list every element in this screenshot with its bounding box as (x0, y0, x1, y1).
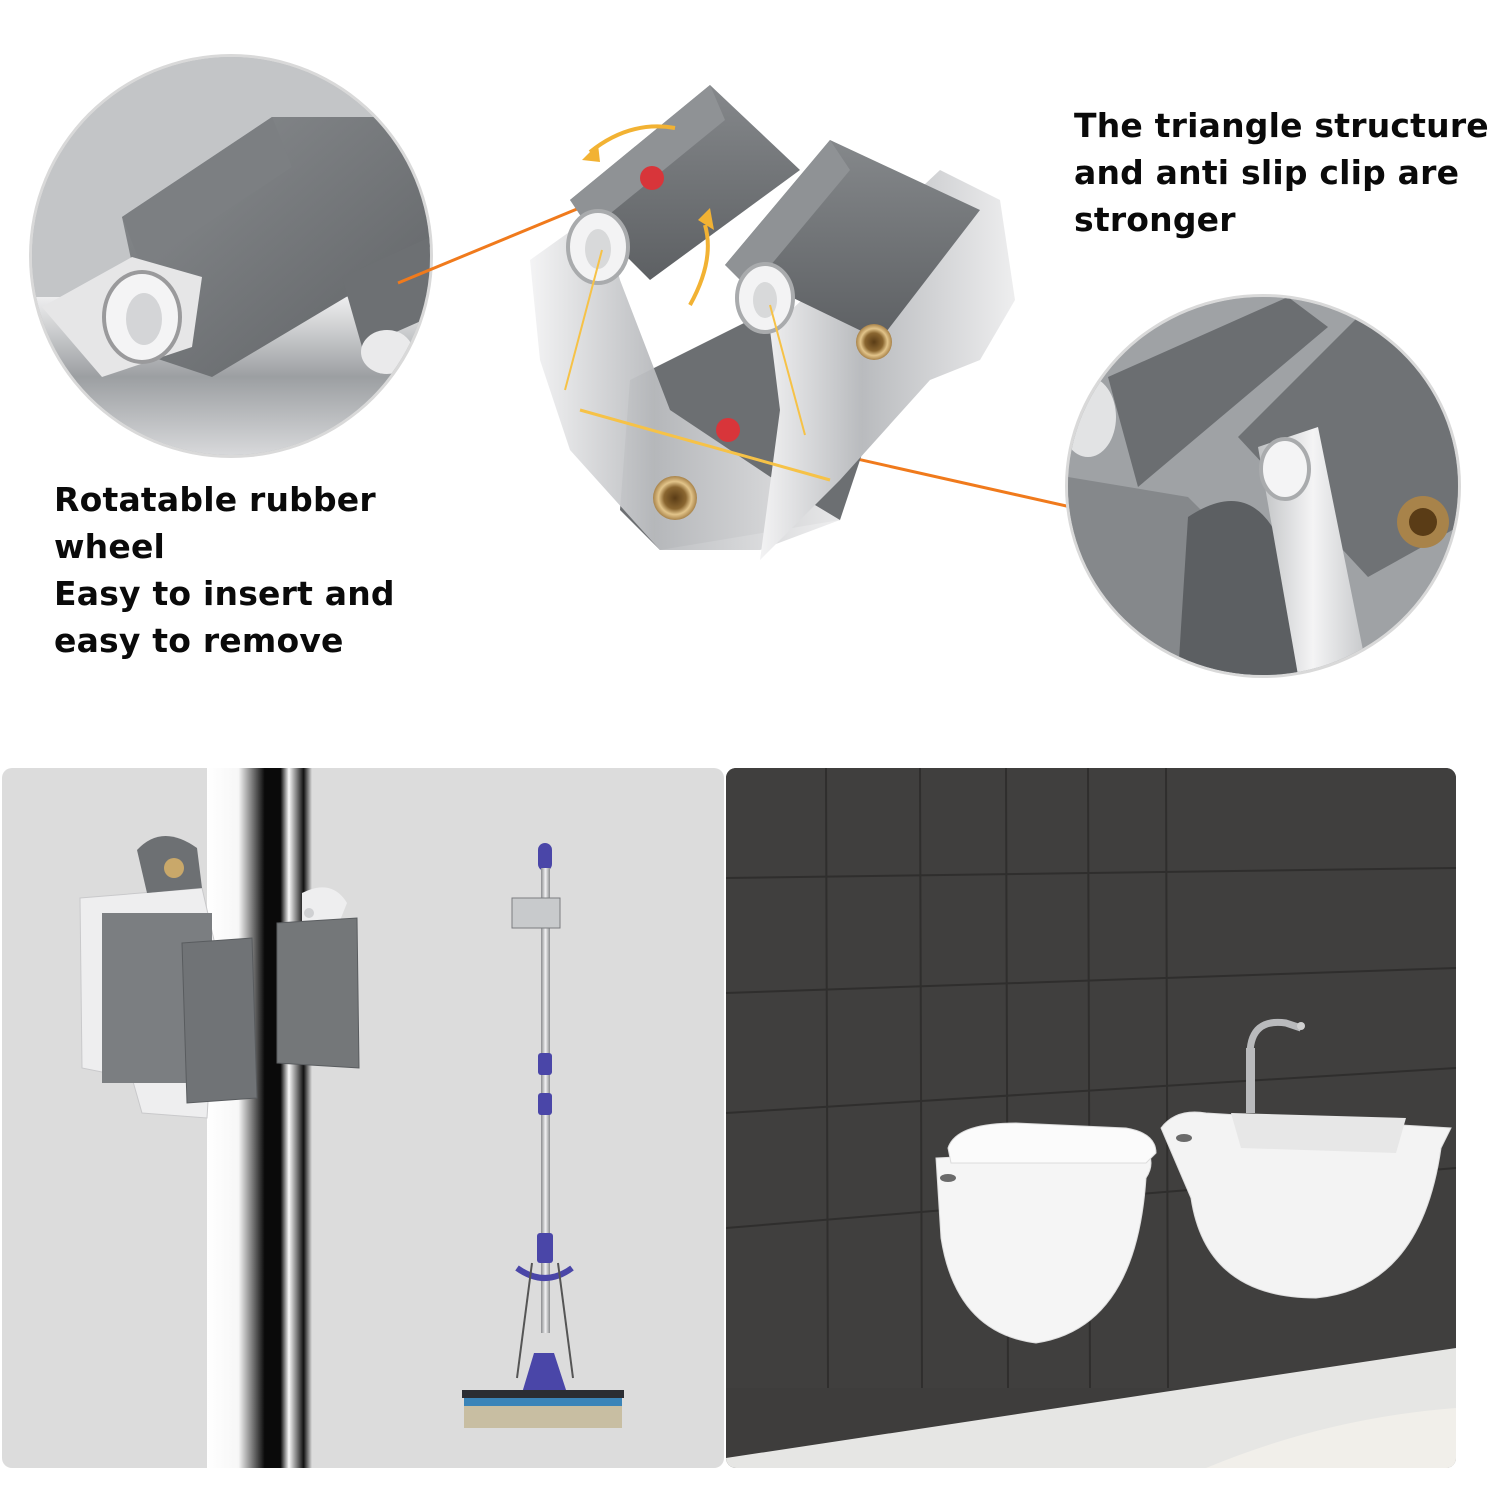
pole (207, 768, 312, 1468)
callout-dot (640, 166, 664, 190)
caption-line: easy to remove (54, 621, 344, 660)
feature-caption-roller: Rotatable rubber wheel Easy to insert an… (54, 476, 395, 664)
mounted-holder-and-mop-illustration (79, 768, 624, 1468)
caption-line: wheel (54, 527, 166, 566)
product-hero-image (510, 80, 1040, 560)
roller-closeup-illustration (32, 57, 430, 455)
caption-line: Rotatable rubber (54, 480, 376, 519)
holder-clip-illustration (530, 85, 1015, 560)
bidet (1160, 1111, 1452, 1299)
caption-line: Easy to insert and (54, 574, 395, 613)
toilet (935, 1147, 1152, 1344)
faucet (1246, 1048, 1255, 1113)
caption-line: and anti slip clip are (1074, 153, 1460, 192)
zoom-inset-triangle (1068, 297, 1458, 675)
scene-panel-mop (2, 768, 724, 1468)
caption-line: stronger (1074, 200, 1236, 239)
floor (726, 1348, 1456, 1468)
zoom-inset-roller (32, 57, 430, 455)
mop-head (462, 1390, 624, 1398)
triangle-closeup-illustration (1068, 297, 1458, 675)
feature-caption-triangle: The triangle structure and anti slip cli… (1074, 102, 1489, 243)
callout-dot (716, 418, 740, 442)
rotate-arrow-icon (688, 224, 710, 306)
scene-panel-bathroom (726, 768, 1456, 1468)
caption-line: The triangle structure (1074, 106, 1489, 145)
bathroom-scene-illustration (726, 768, 1456, 1468)
mop-handle-grip (538, 843, 552, 871)
